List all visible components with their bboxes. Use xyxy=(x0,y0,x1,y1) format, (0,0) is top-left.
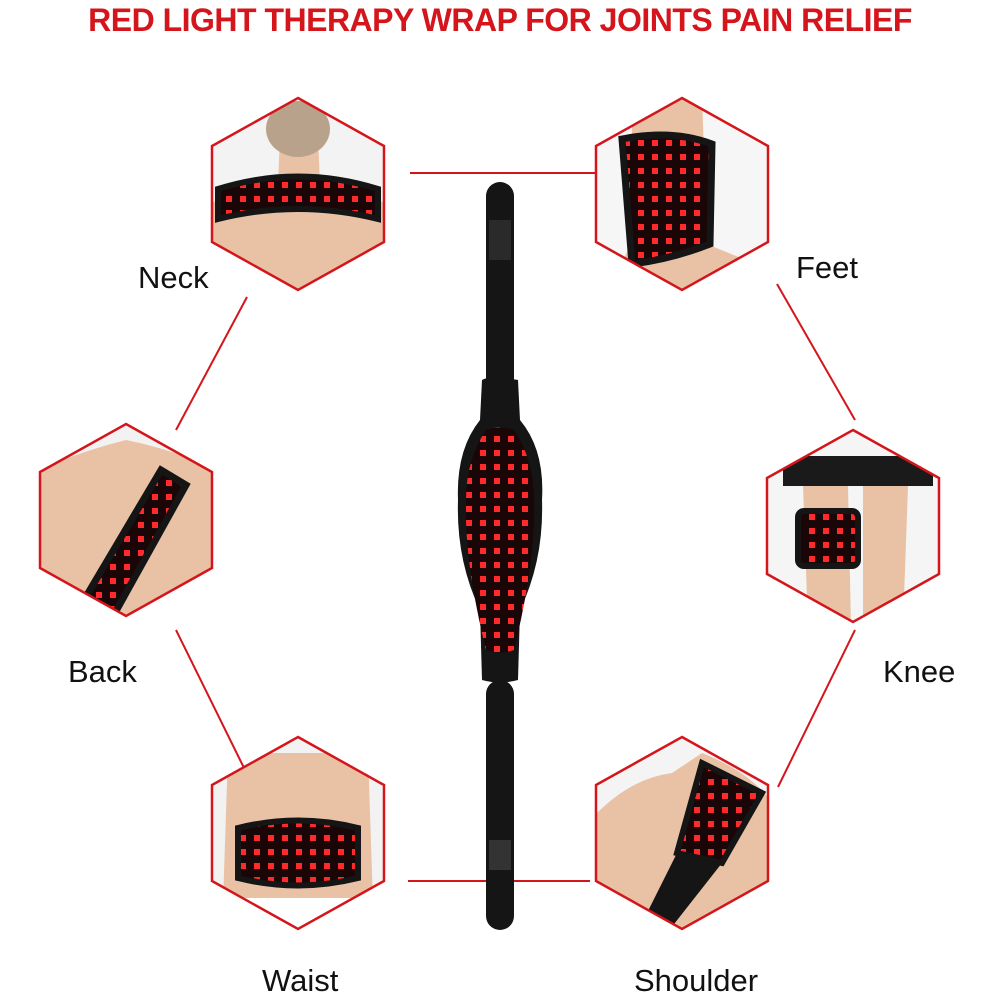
therapy-wrap-image xyxy=(420,180,580,940)
shoulder-image xyxy=(594,735,770,931)
shoulder-panel xyxy=(592,733,772,933)
waist-panel xyxy=(208,733,388,933)
feet-image xyxy=(594,96,770,292)
knee-label: Knee xyxy=(883,654,956,689)
waist-image xyxy=(210,735,386,931)
feet-panel xyxy=(592,94,772,294)
knee-image xyxy=(765,428,941,624)
back-image xyxy=(38,422,214,618)
feet-label: Feet xyxy=(796,250,859,285)
waist-label: Waist xyxy=(262,963,339,998)
back-label: Back xyxy=(68,654,137,689)
neck-label: Neck xyxy=(138,260,209,295)
neck-image xyxy=(210,96,386,292)
page-title: RED LIGHT THERAPY WRAP FOR JOINTS PAIN R… xyxy=(88,2,912,38)
shoulder-label: Shoulder xyxy=(634,963,759,998)
knee-panel xyxy=(763,426,943,626)
back-panel xyxy=(36,420,216,620)
neck-panel xyxy=(208,94,388,294)
wrap-belt xyxy=(457,182,543,930)
